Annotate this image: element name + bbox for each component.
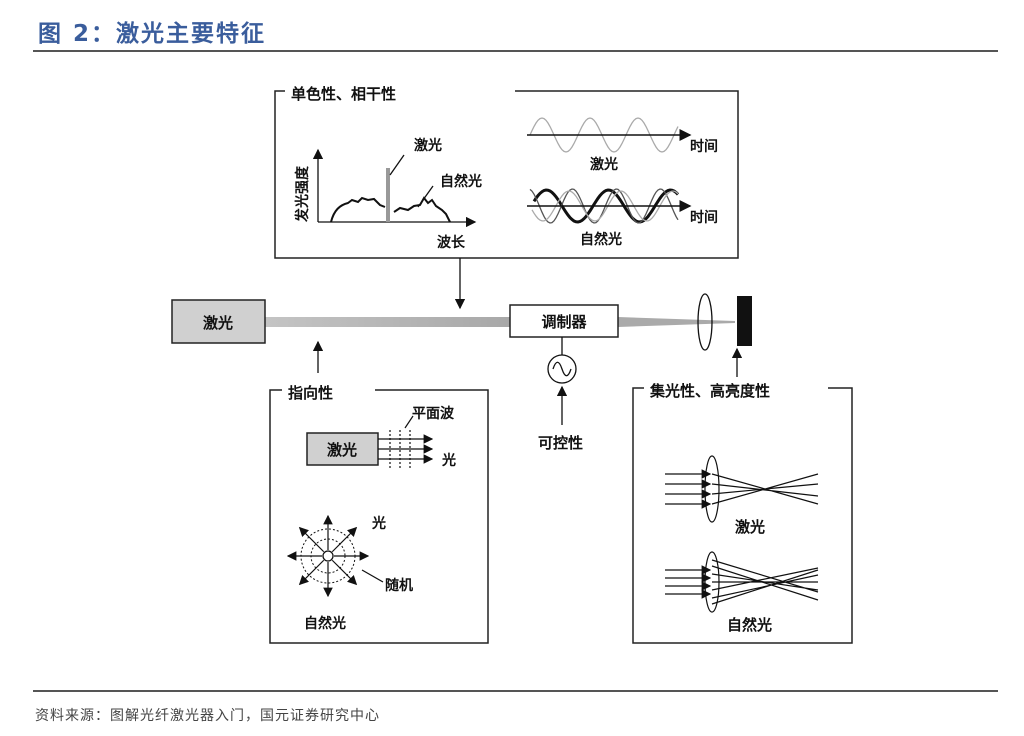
random-label: 随机 — [385, 577, 413, 594]
light-ray — [298, 559, 325, 586]
beam — [265, 317, 510, 327]
time-label-2: 时间 — [690, 209, 718, 226]
modulator-label: 调制器 — [541, 313, 587, 331]
lens-natural — [704, 551, 720, 613]
monochromaticity-coherence-panel: 单色性、相干性 发光强度 波长 激光 自然光 时间 激光 时间 自然光 — [274, 85, 739, 259]
laser-wave — [529, 117, 679, 153]
natural-light-label: 自然光 — [304, 615, 346, 632]
y-axis-label: 发光强度 — [294, 165, 311, 223]
light-label-1: 光 — [441, 452, 456, 469]
title-divider — [33, 50, 998, 52]
modulator-box — [509, 304, 619, 338]
source-note: 资料来源：图解光纤激光器入门，国元证券研究中心 — [35, 708, 380, 724]
light-ray — [298, 526, 325, 553]
laser-box — [306, 432, 379, 466]
random-light-rays — [286, 514, 370, 598]
controllability-label: 可控性 — [538, 434, 583, 452]
natural-light-label: 自然光 — [440, 173, 482, 190]
natural-light-spectrum — [330, 196, 451, 223]
footer-divider — [33, 690, 998, 692]
plane-wave-label: 平面波 — [412, 405, 455, 422]
light-ray — [331, 526, 358, 553]
laser-pointer-line — [389, 154, 405, 176]
natural-wave-3 — [531, 190, 679, 222]
lens-laser — [704, 455, 720, 523]
light-ray — [331, 559, 358, 586]
laser-source-label: 激光 — [203, 314, 233, 332]
directivity-panel: 指向性 激光 平面波 光 光 随机 自然光 — [269, 384, 489, 644]
time-label-1: 时间 — [690, 138, 718, 155]
figure-title: 图 2：激光主要特征 — [38, 21, 267, 47]
panel-title: 指向性 — [288, 384, 333, 402]
x-axis-label: 波长 — [437, 234, 466, 251]
light-label-2: 光 — [371, 515, 386, 532]
laser-source-box — [171, 299, 266, 344]
panel-title: 单色性、相干性 — [291, 85, 396, 103]
focusing-brightness-panel: 集光性、高亮度性 激光 自然光 — [632, 382, 853, 644]
wave-laser-label: 激光 — [590, 156, 618, 173]
laser-beam-path: 激光 调制器 可控性 — [171, 293, 752, 452]
laser-spectrum-peak — [386, 168, 390, 222]
panel-title: 集光性、高亮度性 — [649, 382, 770, 400]
point-source — [322, 550, 334, 562]
lens-icon — [697, 293, 713, 351]
laser-box-label: 激光 — [327, 441, 357, 459]
natural-pointer-line — [417, 185, 434, 208]
natural-wave-1 — [532, 188, 680, 224]
laser-label: 激光 — [414, 137, 442, 154]
target-block — [737, 296, 752, 346]
laser-focus-label: 激光 — [735, 518, 765, 536]
natural-focus-label: 自然光 — [727, 616, 772, 634]
wave-natural-label: 自然光 — [580, 231, 622, 248]
natural-wave-2 — [529, 188, 679, 224]
beam-focused — [618, 317, 735, 327]
